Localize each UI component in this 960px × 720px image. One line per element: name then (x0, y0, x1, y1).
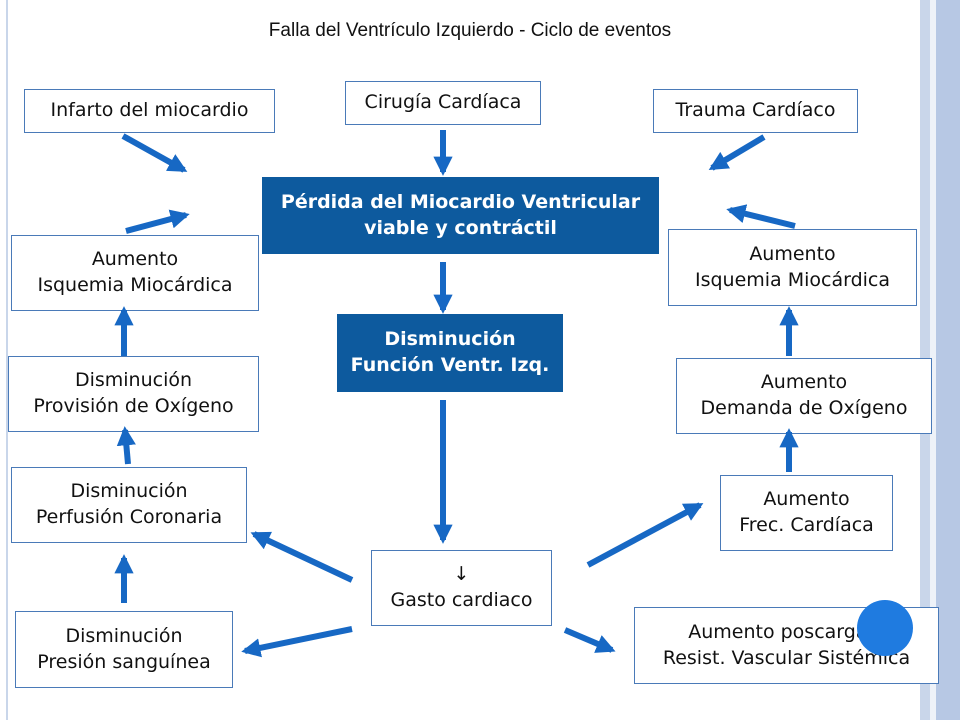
disminucion-presion-box: Disminución Presión sanguínea (15, 611, 233, 688)
left-frame-line (6, 0, 8, 720)
arrow-perfusion-to-provision (116, 426, 136, 465)
right-frame-stripe (930, 0, 936, 720)
trauma-box: Trauma Cardíaco (653, 89, 858, 133)
gasto-cardiaco-box: ↓ Gasto cardiaco (371, 550, 552, 626)
aumento-frec-box: Aumento Frec. Cardíaca (720, 475, 893, 551)
aumento-demanda-box: Aumento Demanda de Oxígeno (676, 358, 932, 434)
disminucion-funcion-box: Disminución Función Ventr. Izq. (337, 314, 563, 392)
arrow-infarto-to-perdida (121, 133, 188, 173)
arrow-gasto-to-presion (241, 626, 353, 658)
arrow-isquemia-right-to-perdida (726, 204, 796, 229)
infarto-box: Infarto del miocardio (24, 89, 275, 133)
arrow-isquemia-left-to-perdida (125, 209, 190, 234)
arrow-gasto-to-frec (586, 502, 704, 568)
aumento-isquemia-left-box: Aumento Isquemia Miocárdica (11, 235, 259, 311)
disminucion-provision-box: Disminución Provisión de Oxígeno (8, 356, 259, 432)
right-frame-stripe (936, 0, 960, 720)
arrow-gasto-to-perfusion (250, 531, 354, 583)
slide-marker-dot (857, 600, 913, 656)
disminucion-perfusion-box: Disminución Perfusión Coronaria (11, 467, 247, 543)
perdida-box: Pérdida del Miocardio Ventricular viable… (262, 177, 659, 254)
cirugia-box: Cirugía Cardíaca (345, 81, 541, 125)
diagram-title: Falla del Ventrículo Izquierdo - Ciclo d… (268, 20, 672, 41)
arrow-gasto-to-poscarga (563, 627, 616, 653)
aumento-isquemia-right-box: Aumento Isquemia Miocárdica (668, 229, 917, 306)
arrow-trauma-to-perdida (708, 134, 766, 171)
